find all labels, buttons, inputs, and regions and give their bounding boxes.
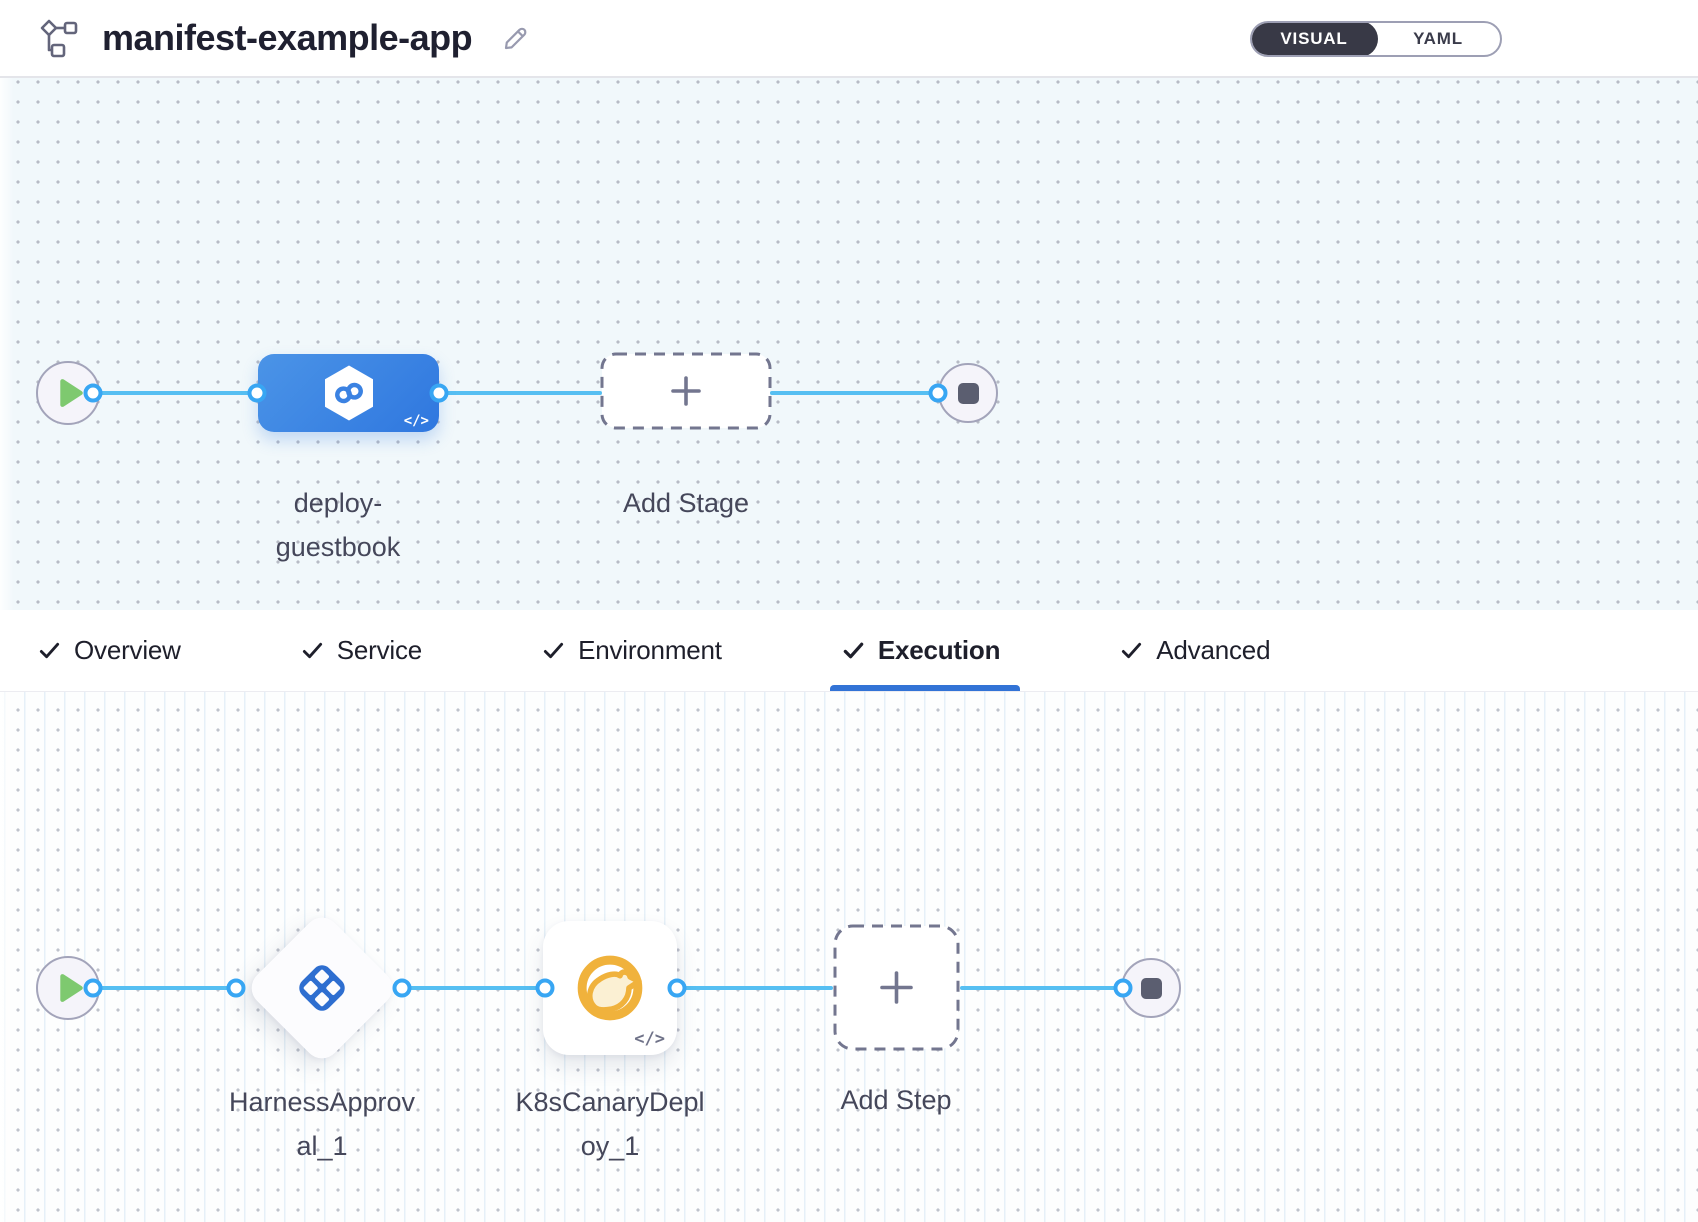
play-icon [60, 379, 83, 407]
checkmark-icon [543, 642, 564, 659]
canvas-left-fade [0, 692, 14, 1222]
connector-port[interactable] [83, 978, 103, 998]
step-yaml-badge: </> [634, 1029, 665, 1049]
add-stage-label: Add Stage [622, 488, 750, 518]
page-title: manifest-example-app [102, 17, 473, 58]
tab-advanced[interactable]: Advanced [1120, 610, 1271, 691]
edit-title-button[interactable] [498, 21, 532, 55]
connector-port[interactable] [535, 978, 555, 998]
stage-yaml-badge: </> [403, 413, 429, 429]
view-mode-toggle: VISUAL YAML [1250, 21, 1502, 57]
stop-icon [1140, 977, 1162, 999]
toggle-visual[interactable]: VISUAL [1252, 23, 1378, 55]
header: manifest-example-app VISUAL YAML [0, 0, 1698, 78]
stage-graph-canvas[interactable]: </> deploy- guestbook Add St [0, 78, 1698, 610]
edge [93, 391, 258, 395]
step-node-harness-approval[interactable] [244, 910, 400, 1066]
edge [677, 986, 833, 990]
plus-icon [671, 376, 701, 406]
checkmark-icon [39, 642, 60, 659]
step-node-k8s-canary-deploy[interactable]: </> [543, 921, 677, 1055]
connector-port[interactable] [429, 383, 449, 403]
edge [439, 391, 602, 395]
edge [402, 986, 545, 990]
edge [770, 391, 938, 395]
tab-service[interactable]: Service [301, 610, 422, 691]
add-stage-button[interactable] [600, 352, 772, 430]
add-step-button[interactable] [833, 924, 960, 1051]
plus-icon [880, 971, 913, 1004]
checkmark-icon [302, 642, 322, 659]
canary-bird-icon [577, 955, 643, 1021]
tab-environment[interactable]: Environment [542, 610, 722, 691]
stage-label: deploy- guestbook [275, 488, 401, 562]
connector-port[interactable] [83, 383, 103, 403]
step-label-harness-approval: HarnessApprov al_1 [228, 1087, 416, 1161]
pipeline-end-node [938, 363, 998, 423]
pencil-icon [505, 27, 527, 50]
edge [93, 986, 237, 990]
connector-port[interactable] [667, 978, 687, 998]
canvas-left-fade [0, 78, 14, 610]
add-step-label: Add Step [840, 1085, 952, 1115]
pipeline-icon [40, 19, 78, 58]
tab-execution[interactable]: Execution [829, 610, 1021, 691]
play-icon [60, 974, 83, 1002]
execution-graph-canvas[interactable]: </> HarnessApprov al_1 [0, 692, 1698, 1222]
edge [960, 986, 1124, 990]
checkmark-icon [843, 642, 864, 659]
connector-port[interactable] [1113, 978, 1133, 998]
tab-overview[interactable]: Overview [38, 610, 181, 691]
connector-port[interactable] [247, 383, 267, 403]
checkmark-icon [1122, 642, 1142, 659]
toggle-yaml[interactable]: YAML [1413, 29, 1463, 48]
connector-port[interactable] [392, 978, 412, 998]
step-label-k8s-canary: K8sCanaryDepl oy_1 [515, 1087, 705, 1161]
execution-end-node [1121, 958, 1181, 1018]
connector-port[interactable] [928, 383, 948, 403]
stage-config-tabs: Overview Service Environment Execution A… [0, 610, 1698, 692]
connector-port[interactable] [226, 978, 246, 998]
stage-node-deploy-guestbook[interactable]: </> [258, 354, 439, 432]
stop-icon [957, 382, 979, 404]
cd-hexagon-infinity-icon [324, 365, 373, 421]
